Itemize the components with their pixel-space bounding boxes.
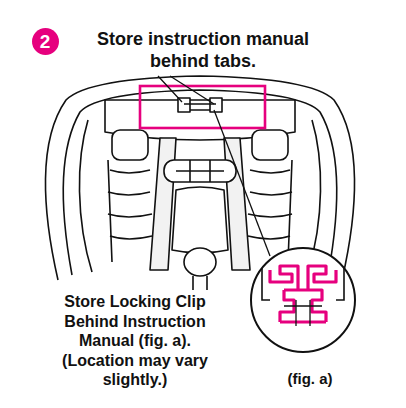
detail-inset [251, 248, 355, 352]
step-number: 2 [40, 32, 51, 51]
clip-detail [284, 300, 322, 326]
step-heading: Store instruction manual behind tabs. [70, 28, 336, 72]
chest-clip-detail [176, 160, 224, 182]
note-text: Store Locking Clip Behind Instruction Ma… [44, 292, 226, 390]
crotch-strap [193, 276, 207, 290]
leader-line [214, 110, 270, 256]
step-number-circle: 2 [32, 28, 59, 55]
left-wing [79, 120, 92, 272]
tab-detail [184, 104, 216, 110]
leader-line [158, 76, 214, 104]
chest-clip [164, 160, 236, 182]
figure-label: (fig. a) [270, 370, 350, 388]
tab-outline [262, 268, 344, 300]
shoulder-pad [252, 130, 288, 160]
shoulder-pad [112, 130, 148, 160]
tabs-highlight [140, 86, 265, 128]
locking-clip [270, 266, 336, 322]
seat-shell-inner [63, 90, 337, 275]
tab [210, 98, 222, 112]
quilting-divider [108, 160, 292, 262]
seat-center [172, 187, 228, 253]
inset-circle [251, 248, 355, 352]
buckle [184, 248, 216, 276]
